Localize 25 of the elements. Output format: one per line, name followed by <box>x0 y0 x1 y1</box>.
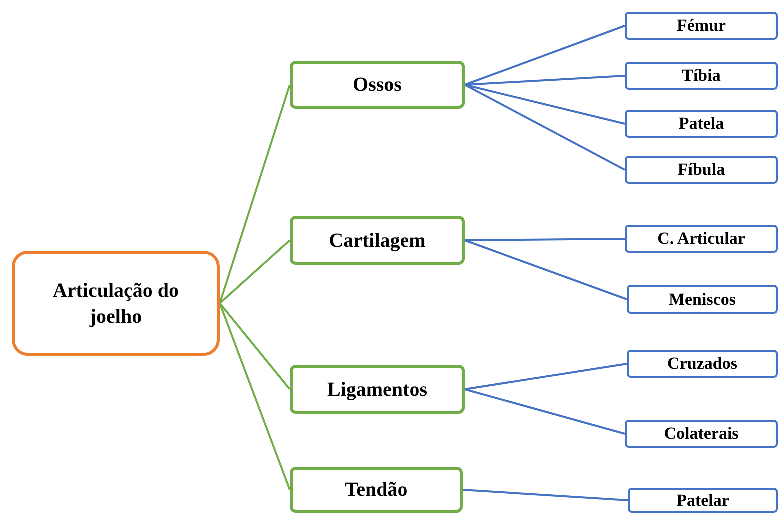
category-box: Tendão <box>290 467 463 513</box>
leaf-box: Patelar <box>628 488 778 513</box>
leaf-box: C. Articular <box>625 225 778 253</box>
connector-line <box>465 238 625 242</box>
leaf-box: Tíbia <box>625 62 778 90</box>
category-box: Cartilagem <box>290 216 465 265</box>
leaf-box: Fémur <box>625 12 778 40</box>
connector-line <box>464 84 626 171</box>
category-box: Ossos <box>290 61 465 109</box>
connector-line <box>464 240 628 300</box>
leaf-box: Cruzados <box>627 350 778 378</box>
connector-line <box>219 303 291 490</box>
connector-line <box>464 363 628 390</box>
connector-line <box>219 240 291 304</box>
connector-line <box>464 25 626 86</box>
root-node: Articulação do joelho <box>12 251 220 356</box>
connector-line <box>219 302 291 390</box>
connector-line <box>219 84 291 304</box>
leaf-box: Fíbula <box>625 156 778 184</box>
leaf-box: Patela <box>625 110 778 138</box>
category-box: Ligamentos <box>290 365 465 414</box>
connector-line <box>464 388 626 435</box>
leaf-box: Colaterais <box>625 420 778 448</box>
leaf-box: Meniscos <box>627 285 778 314</box>
connector-line <box>462 489 628 502</box>
